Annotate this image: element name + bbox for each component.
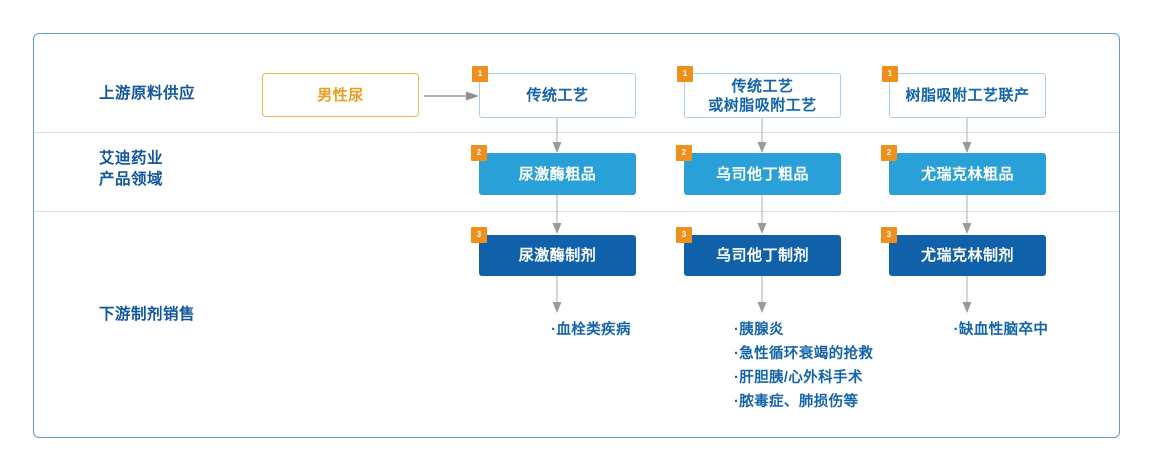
indication-item: ·缺血性脑卒中 — [953, 322, 1049, 338]
node-row1-col3[interactable]: 1 树脂吸附工艺联产 — [882, 66, 1046, 118]
arrow-row3-to-indications-col3 — [962, 276, 972, 314]
stage-label-downstream: 下游制剂销售 — [99, 306, 196, 323]
indication-item: ·急性循环衰竭的抢救 — [734, 346, 874, 362]
indications-list-col1: ·血栓类疾病 — [512, 318, 670, 342]
indications-list-col3: ·缺血性脑卒中 — [922, 318, 1080, 342]
node-row3-col2[interactable]: 3 乌司他丁制剂 — [676, 227, 841, 276]
step-badge-3-col1: 3 — [471, 227, 487, 243]
node-row2-col3[interactable]: 2 尤瑞克林粗品 — [881, 145, 1046, 195]
node-row2-col3-label: 尤瑞克林粗品 — [920, 165, 1014, 183]
indication-item: ·脓毒症、肺损伤等 — [734, 394, 859, 410]
step-badge-2-col2: 2 — [676, 145, 692, 161]
arrow-row3-to-indications-col1 — [552, 276, 562, 314]
node-row3-col3-label: 尤瑞克林制剂 — [920, 247, 1014, 264]
indication-item: ·肝胆胰/心外科手术 — [734, 370, 863, 386]
node-row3-col3[interactable]: 3 尤瑞克林制剂 — [881, 227, 1046, 276]
arrow-row3-to-indications-col2 — [757, 276, 767, 314]
node-row3-col2-label: 乌司他丁制剂 — [715, 247, 809, 264]
node-row1-col2-label: 传统工艺 或树脂吸附工艺 — [708, 77, 817, 114]
step-badge-3-col2: 3 — [676, 227, 692, 243]
node-source-male-urine[interactable]: 男性尿 — [262, 73, 419, 117]
node-row1-col1-label: 传统工艺 — [526, 87, 589, 104]
step-badge-3-col3: 3 — [881, 227, 897, 243]
node-source-label: 男性尿 — [317, 86, 364, 104]
step-badge-1-col1: 1 — [472, 66, 488, 82]
arrow-row1-to-row2-col2 — [757, 118, 767, 154]
node-row3-col1[interactable]: 3 尿激酶制剂 — [471, 227, 636, 276]
indication-item: ·血栓类疾病 — [551, 322, 631, 338]
step-badge-1-col3: 1 — [882, 66, 898, 82]
step-badge-2-col1: 2 — [471, 145, 487, 161]
diagram-panel: 上游原料供应 艾迪药业 产品领域 下游制剂销售 男性尿 1 传统工艺 1 传统工… — [33, 33, 1120, 438]
node-row3-col1-label: 尿激酶制剂 — [518, 247, 597, 264]
arrow-row2-to-row3-col3 — [962, 195, 972, 235]
step-badge-1-col2: 1 — [677, 66, 693, 82]
stage-label-upstream: 上游原料供应 — [99, 85, 196, 102]
arrow-row2-to-row3-col2 — [757, 195, 767, 235]
band-divider-upper — [34, 132, 1119, 133]
arrow-row2-to-row3-col1 — [552, 195, 562, 235]
indication-item: ·胰腺炎 — [734, 322, 784, 338]
node-row1-col2[interactable]: 1 传统工艺 或树脂吸附工艺 — [677, 66, 841, 118]
indications-list-col2: ·胰腺炎 ·急性循环衰竭的抢救 ·肝胆胰/心外科手术 ·脓毒症、肺损伤等 — [734, 318, 873, 414]
arrow-row1-to-row2-col1 — [552, 118, 562, 154]
node-row1-col3-label: 树脂吸附工艺联产 — [905, 87, 1030, 104]
node-row2-col2[interactable]: 2 乌司他丁粗品 — [676, 145, 841, 195]
node-row2-col2-label: 乌司他丁粗品 — [715, 165, 809, 183]
arrow-row1-to-row2-col3 — [962, 118, 972, 154]
step-badge-2-col3: 2 — [881, 145, 897, 161]
node-row2-col1-label: 尿激酶粗品 — [518, 165, 597, 183]
node-row1-col1[interactable]: 1 传统工艺 — [472, 66, 636, 118]
arrow-source-to-process — [424, 89, 479, 101]
stage-label-products: 艾迪药业 产品领域 — [99, 150, 164, 188]
node-row2-col1[interactable]: 2 尿激酶粗品 — [471, 145, 636, 195]
band-divider-lower — [34, 211, 1119, 212]
